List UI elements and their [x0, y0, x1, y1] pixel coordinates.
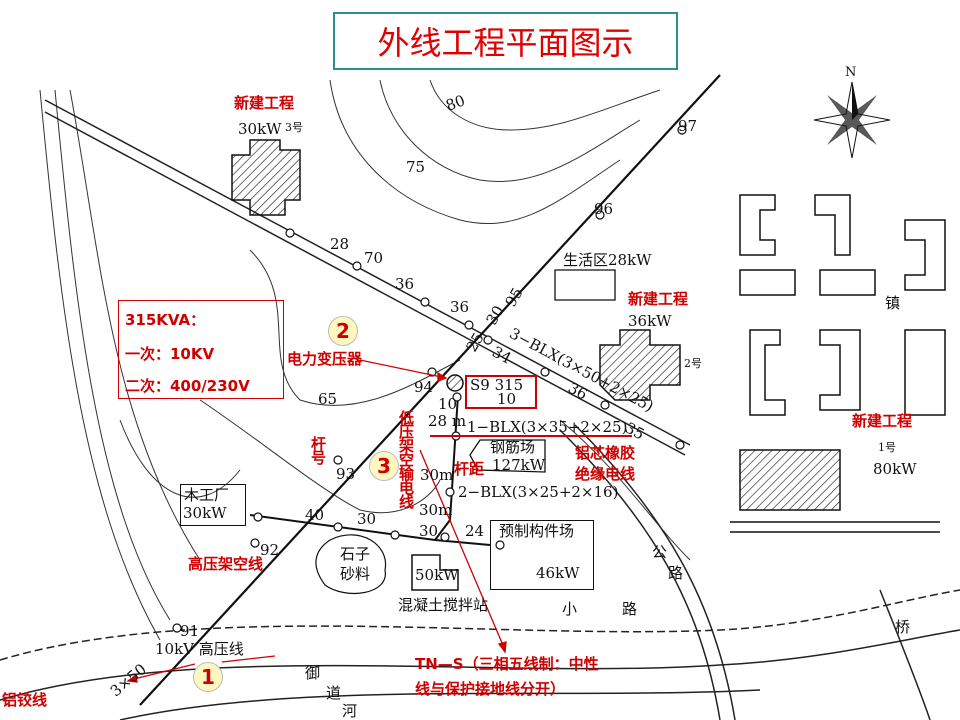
- building2-no: 2号: [684, 357, 702, 370]
- pole-number-label: 杆号: [309, 436, 327, 464]
- hv-line: [139, 74, 721, 706]
- transformer-label-box: S9 315 10: [465, 375, 537, 409]
- pole-num-94: 94: [414, 378, 434, 396]
- pole-num-10: 10: [438, 395, 458, 413]
- concrete-station-name: 混凝土搅拌站: [398, 596, 489, 614]
- rebar-yard-name: 钢筋场: [490, 438, 536, 456]
- pole-num-28: 28: [330, 235, 350, 253]
- pole-num-70: 70: [364, 249, 384, 267]
- spec-capacity: 315KVA：: [125, 311, 206, 329]
- pole-num-93: 93: [336, 465, 356, 483]
- tns-label-2: 线与保护接地线分开）: [415, 680, 566, 698]
- railway: [730, 521, 940, 533]
- town-label: 镇: [885, 294, 901, 312]
- badge-3: 3: [369, 451, 399, 481]
- highway-2: 路: [668, 564, 684, 582]
- spacing-3: 30m: [419, 501, 453, 519]
- spacing-2: 30m: [420, 466, 454, 484]
- compass-icon: [813, 81, 891, 159]
- transformer-model: S9 315: [470, 376, 524, 394]
- buildings: [231, 139, 946, 594]
- river-1: 御: [305, 664, 321, 682]
- building1-name: 新建工程: [852, 412, 913, 430]
- annotation-arrows: [126, 359, 632, 683]
- cable-c3: 2−BLX(3×25+2×16): [458, 483, 619, 501]
- precast-yard-name: 预制构件场: [499, 522, 575, 540]
- contour-lines: [39, 79, 691, 641]
- wood-factory-power: 30kW: [183, 504, 227, 522]
- spec-primary: 一次：10KV: [125, 345, 215, 363]
- pole-num-92: 92: [260, 541, 280, 559]
- spacing-6: 40: [305, 506, 325, 524]
- page-title: 外线工程平面图示: [333, 12, 678, 70]
- transformer-label: 电力变压器: [287, 350, 363, 368]
- aluminum-label: 铝铰线: [2, 691, 48, 709]
- river-2: 道: [326, 684, 342, 702]
- contour-65: 65: [318, 390, 338, 408]
- cable-label-1: 铝芯橡胶: [575, 444, 636, 462]
- pole-num-36b: 36: [450, 298, 470, 316]
- small-road-1: 小: [562, 600, 578, 618]
- contour-75: 75: [406, 158, 426, 176]
- spacing-5: 24: [465, 522, 485, 540]
- bridge-label: 桥: [895, 618, 911, 636]
- spacing-7: 30: [357, 510, 377, 528]
- living-area-label: 生活区28kW: [563, 251, 652, 269]
- transformer-spec-box: 315KVA： 一次：10KV 二次：400/230V: [118, 300, 284, 399]
- river-3: 河: [342, 702, 358, 720]
- roads: [0, 99, 960, 720]
- wood-factory-name: 木工厂: [184, 486, 230, 504]
- pole-num-36a: 36: [395, 275, 415, 293]
- building2-power: 36kW: [628, 312, 672, 330]
- building1-power: 80kW: [873, 460, 917, 478]
- pole-num-97: 97: [678, 117, 698, 135]
- badge-2: 2: [328, 316, 358, 346]
- cable-c2: 1−BLX(3×35+2×25): [467, 418, 628, 436]
- small-road-2: 路: [622, 600, 638, 618]
- building1-no: 1号: [878, 441, 896, 454]
- building2-name: 新建工程: [628, 290, 689, 308]
- gravel-label-2: 砂料: [340, 565, 371, 583]
- badge-1: 1: [193, 662, 223, 692]
- spacing-4: 30: [419, 522, 439, 540]
- cable-label-2: 绝缘电线: [575, 465, 636, 483]
- spacing-1: 28 m: [428, 412, 467, 430]
- pole-spacing-label: 杆距: [454, 460, 485, 478]
- gravel-label-1: 石子: [340, 545, 371, 563]
- compass-north: N: [845, 65, 857, 80]
- lv-line-label: 低压架空输电线: [397, 410, 415, 508]
- highway-1: 公: [652, 543, 668, 561]
- concrete-power: 50kW: [415, 566, 459, 584]
- transformer-kv: 10: [497, 390, 517, 408]
- spec-secondary: 二次：400/230V: [125, 377, 250, 395]
- hv-line-label: 高压架空线: [188, 555, 264, 573]
- precast-yard-box: 预制构件场 46kW: [490, 520, 594, 590]
- building3-no: 3号: [285, 121, 303, 134]
- building3-power: 30kW: [238, 120, 282, 138]
- precast-yard-power: 46kW: [536, 564, 580, 582]
- rebar-yard-power: 127kW: [492, 456, 546, 474]
- pole-num-96: 96: [594, 200, 614, 218]
- hv-label: 10kV 高压线: [155, 640, 244, 658]
- building3-name: 新建工程: [234, 94, 295, 112]
- tns-label-1: TN—S（三相五线制：中性: [415, 655, 599, 673]
- pole-num-91: 91: [180, 622, 200, 640]
- wood-factory-box: 木工厂 30kW: [180, 484, 246, 526]
